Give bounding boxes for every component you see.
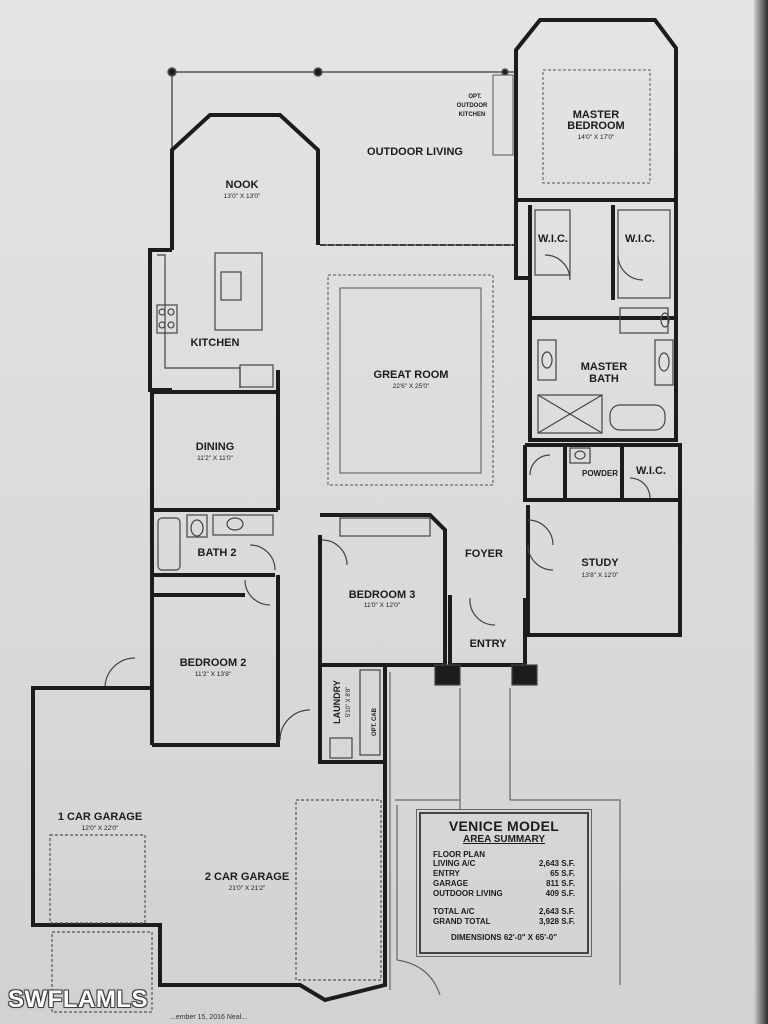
summary-row: LIVING A/C 2,643 S.F. — [433, 859, 575, 869]
laundry-label: LAUNDRY — [332, 680, 342, 724]
master-bedroom-dims: 14'0" X 17'0" — [578, 134, 615, 141]
summary-dimensions: DIMENSIONS 62'-0" X 65'-0" — [450, 933, 558, 942]
summary-subtitle: AREA SUMMARY — [462, 834, 546, 845]
dining-label: DINING — [196, 441, 235, 453]
master-bath-label-2: BATH — [589, 373, 619, 385]
kitchen-fixtures — [156, 252, 274, 388]
mls-watermark: SWFLAMLS — [8, 986, 148, 1013]
bedroom3-label: BEDROOM 3 — [349, 589, 416, 601]
bedroom2-dims: 11'2" X 13'8" — [195, 671, 232, 678]
master-bedroom-walls — [514, 18, 678, 245]
footer-note: ...ember 15, 2016 Neal... — [170, 1014, 248, 1021]
summary-row-label: ENTRY — [433, 869, 460, 878]
dining-dims: 11'2" X 11'0" — [197, 455, 233, 462]
opt-cab-label: OPT. CAB — [372, 707, 378, 736]
great-room-dims: 22'6" X 25'0" — [393, 383, 430, 390]
summary-total-value: 2,643 S.F. — [538, 907, 575, 916]
summary-row-label: OUTDOOR LIVING — [433, 889, 503, 898]
page-edge-shadow — [754, 0, 768, 1024]
master-bedroom-label-1: MASTER — [573, 109, 620, 121]
garage1-label: 1 CAR GARAGE — [58, 811, 142, 823]
nook-dims: 13'0" X 13'0" — [224, 193, 261, 200]
laundry-dims: 5'10" X 8'8" — [346, 687, 352, 718]
outdoor-living-label: OUTDOOR LIVING — [367, 146, 463, 158]
wic-left-label: W.I.C. — [538, 233, 568, 245]
summary-row: ENTRY 65 S.F. — [433, 869, 575, 879]
foyer-label: FOYER — [465, 548, 503, 560]
bedroom3-dims: 11'0" X 12'0" — [364, 602, 401, 609]
driveway-lines — [389, 672, 621, 996]
summary-total-value: 3,928 S.F. — [538, 917, 575, 926]
study-walls — [523, 443, 682, 637]
summary-row-value: 65 S.F. — [550, 869, 575, 878]
dining-bath2-walls — [150, 390, 278, 745]
bedroom2-label: BEDROOM 2 — [180, 657, 247, 669]
bath2-label: BATH 2 — [198, 547, 237, 559]
opt-kitchen-label-2: OUTDOOR — [457, 103, 488, 109]
summary-row-value: 2,643 S.F. — [538, 859, 575, 868]
study-dims: 13'8" X 12'0" — [582, 572, 619, 579]
summary-total-row: TOTAL A/C 2,643 S.F. — [433, 907, 575, 917]
summary-title: VENICE MODEL — [448, 818, 560, 834]
bath2-fixtures — [157, 514, 276, 606]
bedroom2-walls — [152, 575, 280, 747]
room-labels: OUTDOOR LIVING OPT. OUTDOOR KITCHEN MAST… — [58, 94, 666, 892]
laundry-fixtures — [329, 669, 381, 759]
great-room — [320, 244, 516, 486]
bedroom3-fixtures — [321, 517, 554, 686]
summary-row-value: 811 S.F. — [546, 879, 575, 888]
garage-doors — [49, 799, 382, 1013]
powder-fixtures — [529, 447, 651, 499]
summary-row-label: LIVING A/C — [433, 859, 476, 868]
opt-kitchen-label-1: OPT. — [468, 94, 482, 100]
summary-row-value: 409 S.F. — [545, 889, 575, 898]
kitchen-label: KITCHEN — [191, 337, 240, 349]
wic-right-label: W.I.C. — [625, 233, 655, 245]
summary-total-row: GRAND TOTAL 3,928 S.F. — [433, 917, 575, 927]
summary-total-label: GRAND TOTAL — [433, 917, 491, 926]
master-bedroom-label-2: BEDROOM — [567, 120, 624, 132]
study-label: STUDY — [581, 557, 619, 569]
powder-label: POWDER — [582, 469, 618, 478]
garage2-label: 2 CAR GARAGE — [205, 871, 289, 883]
summary-row: OUTDOOR LIVING 409 S.F. — [433, 889, 575, 899]
wic-study-label: W.I.C. — [636, 465, 666, 477]
master-bath-walls — [514, 200, 678, 442]
garage-walls — [31, 670, 387, 1003]
great-room-label: GREAT ROOM — [374, 369, 449, 381]
nook-kitchen-walls — [148, 113, 320, 510]
opt-kitchen-label-3: KITCHEN — [459, 112, 486, 118]
nook-label: NOOK — [226, 179, 259, 191]
area-summary-box: VENICE MODEL AREA SUMMARY FLOOR PLAN LIV… — [416, 809, 592, 957]
bedroom3-walls — [318, 513, 527, 667]
bedroom2-fixtures — [104, 657, 311, 741]
garage1-dims: 12'0" X 22'0" — [82, 825, 119, 832]
summary-total-label: TOTAL A/C — [433, 907, 475, 916]
entry-label: ENTRY — [470, 638, 508, 650]
master-bath-fixtures — [534, 209, 674, 434]
summary-row-label: GARAGE — [433, 879, 469, 888]
master-bath-label-1: MASTER — [581, 361, 628, 373]
summary-heading: FLOOR PLAN — [433, 850, 485, 859]
garage2-dims: 21'0" X 21'2" — [229, 885, 266, 892]
summary-row: GARAGE 811 S.F. — [433, 879, 575, 889]
